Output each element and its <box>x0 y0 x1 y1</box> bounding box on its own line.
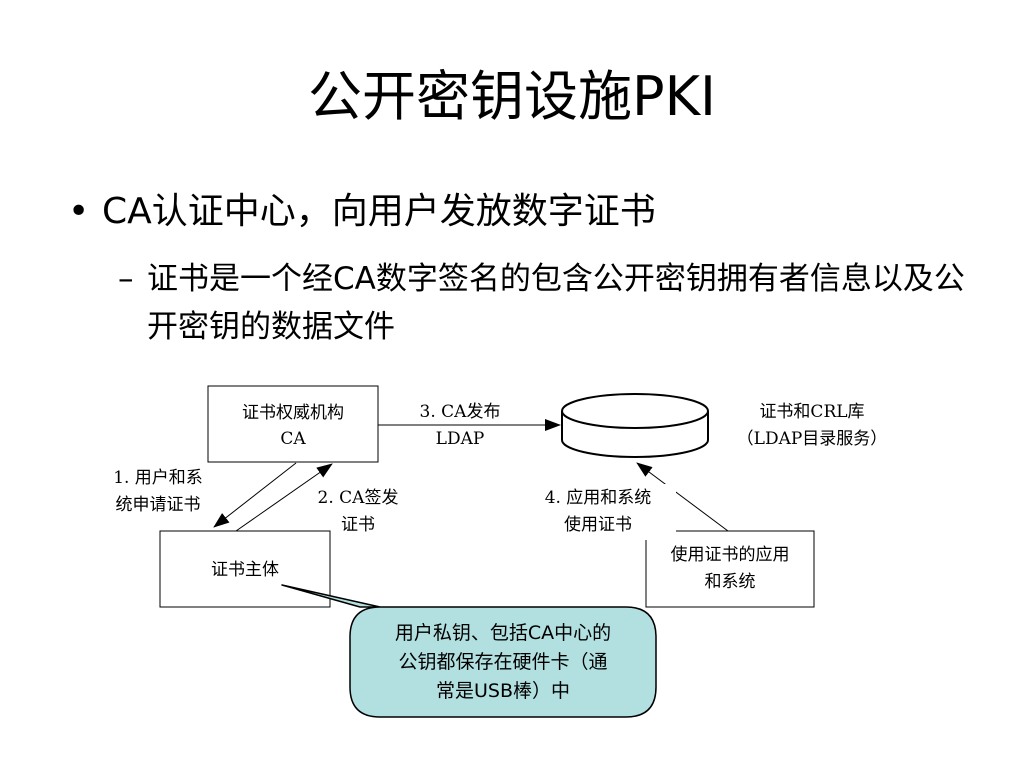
sub-bullet-marker: – <box>118 261 134 297</box>
issue-arrow <box>235 463 333 532</box>
ldap-label-line-2: （LDAP目录服务） <box>737 429 888 449</box>
bullet-marker: • <box>68 191 90 232</box>
use-arrow <box>636 462 729 532</box>
callout-line-1: 用户私钥、包括CA中心的 <box>395 622 611 644</box>
sub-bullet-item: – 证书是一个经CA数字签名的包含公开密钥拥有者信息以及公开密钥的数据文件 <box>118 255 978 351</box>
callout-line-2: 公钥都保存在硬件卡（通 <box>398 651 607 673</box>
subject-box: 证书主体 <box>159 530 331 608</box>
bullet-item: • CA认证中心，向用户发放数字证书 <box>68 188 656 236</box>
apply-label-line-1: 1. 用户和系 <box>113 468 203 488</box>
ca-box: 证书权威机构 CA <box>207 385 379 463</box>
application-box-line-1: 使用证书的应用 <box>671 544 790 565</box>
ca-box-line-1: 证书权威机构 <box>242 403 344 423</box>
publish-label-line-2: LDAP <box>436 429 485 449</box>
use-label-line-2: 使用证书 <box>564 514 632 535</box>
subject-box-label: 证书主体 <box>211 560 279 580</box>
publish-label-line-1: 3. CA发布 <box>420 402 501 422</box>
application-box-line-2: 和系统 <box>705 572 756 592</box>
application-box: 使用证书的应用 和系统 <box>645 530 815 608</box>
ca-box-line-2: CA <box>280 429 306 449</box>
ldap-database-icon <box>561 393 709 458</box>
callout-line-3: 常是USB棒）中 <box>436 680 570 702</box>
sub-bullet-text: 证书是一个经CA数字签名的包含公开密钥拥有者信息以及公开密钥的数据文件 <box>147 261 965 345</box>
issue-label-line-1: 2. CA签发 <box>318 488 399 508</box>
private-key-callout: 用户私钥、包括CA中心的 公钥都保存在硬件卡（通 常是USB棒）中 <box>281 584 657 718</box>
use-label-line-1: 4. 应用和系统 <box>545 488 652 508</box>
bullet-text: CA认证中心，向用户发放数字证书 <box>102 191 656 232</box>
apply-arrow <box>213 462 297 528</box>
ldap-label-line-1: 证书和CRL库 <box>759 402 864 422</box>
apply-label-line-2: 统申请证书 <box>116 495 201 515</box>
slide-title: 公开密钥设施PKI <box>308 65 716 128</box>
issue-label-line-2: 证书 <box>341 515 375 535</box>
